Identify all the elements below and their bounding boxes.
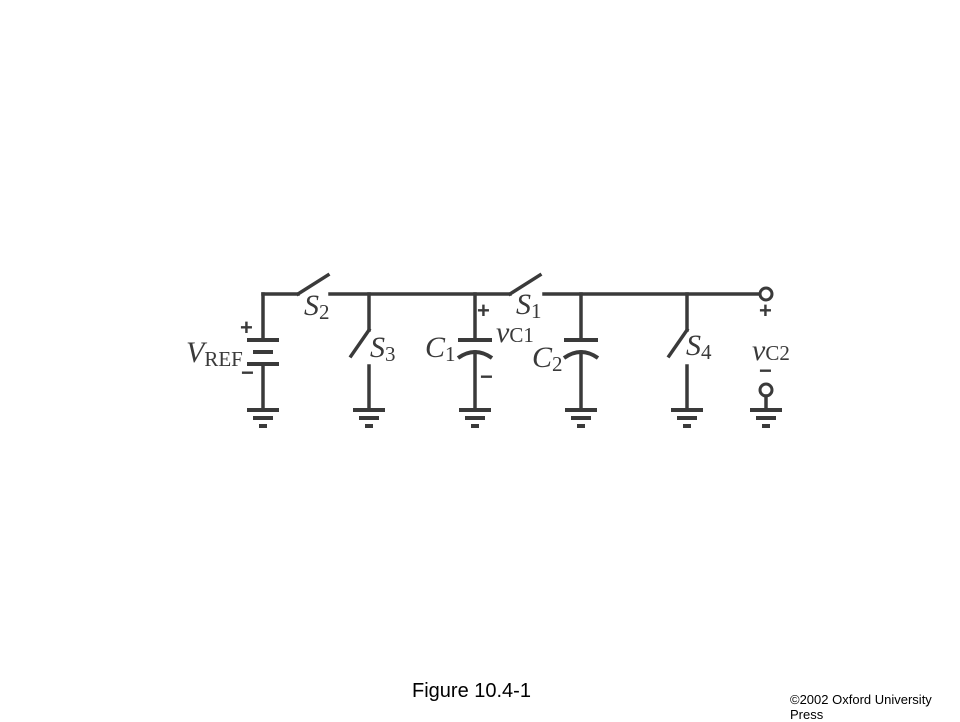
label-c1: C1 (425, 331, 456, 366)
figure-caption: Figure 10.4-1 (412, 680, 531, 702)
vref-plus-sign: + (240, 315, 253, 340)
output-terminal-bottom (758, 382, 774, 398)
capacitor-c1 (456, 292, 494, 410)
ground-symbols (247, 408, 782, 428)
label-s3: S3 (370, 331, 396, 366)
vref-source (247, 292, 279, 410)
label-vc2: vC2 (752, 334, 790, 367)
switch-s2 (295, 272, 331, 297)
label-s2: S2 (304, 289, 330, 324)
vc1-minus-sign: − (480, 364, 493, 389)
label-vref: VREF (186, 336, 243, 371)
vc2-minus-sign: − (759, 358, 772, 383)
output-terminal-top (758, 286, 774, 302)
label-s4: S4 (686, 329, 712, 364)
ground-icon (671, 408, 703, 428)
label-vc1: vC1 (496, 316, 534, 349)
label-s1: S1 (516, 288, 542, 323)
ground-icon (353, 408, 385, 428)
switch-s1 (507, 272, 543, 297)
switch-s3 (348, 292, 372, 410)
ground-icon (565, 408, 597, 428)
label-c2: C2 (532, 341, 563, 376)
ground-icon (459, 408, 491, 428)
ground-icon (750, 408, 782, 428)
output-terminals (758, 286, 774, 410)
vc1-plus-sign: + (477, 298, 490, 323)
ground-icon (247, 408, 279, 428)
copyright-notice: ©2002 Oxford University Press (790, 692, 932, 722)
vref-minus-sign: − (241, 360, 254, 385)
vc2-plus-sign: + (759, 298, 772, 323)
switch-s4 (666, 292, 690, 410)
capacitor-c2 (562, 292, 600, 410)
